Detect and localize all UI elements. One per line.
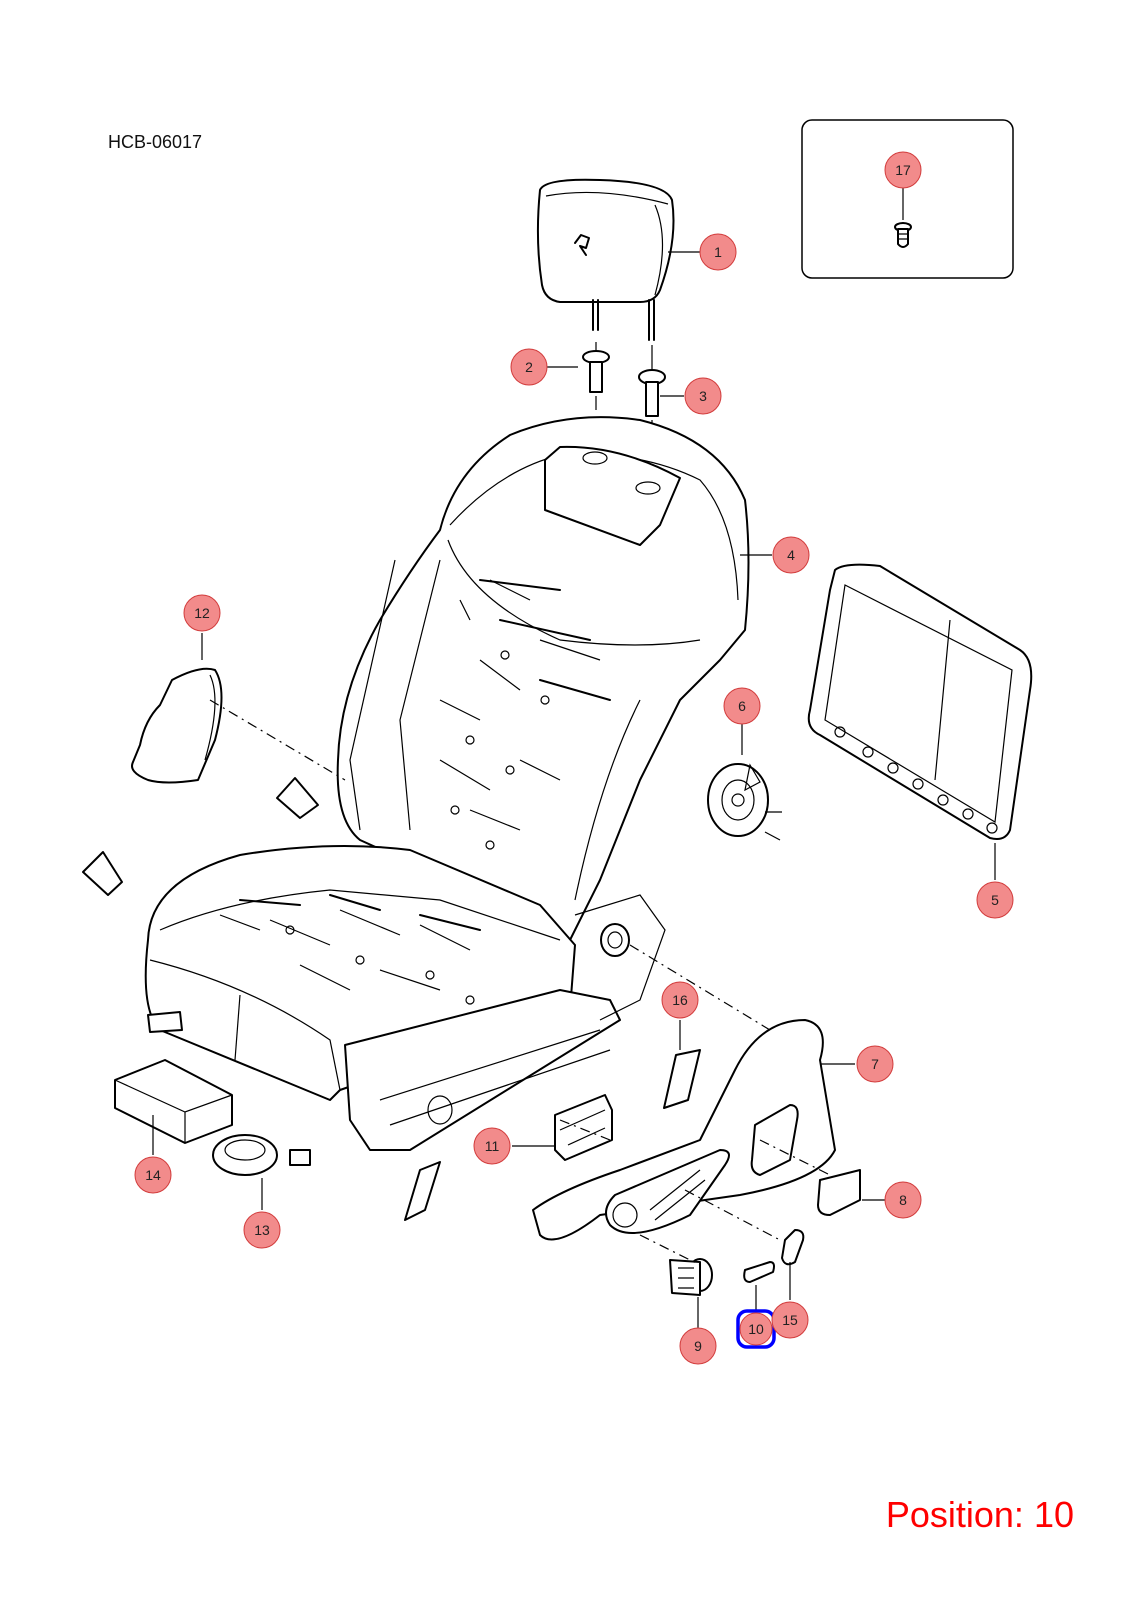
callout-number: 14 bbox=[145, 1167, 161, 1183]
callout-number: 16 bbox=[672, 992, 688, 1008]
callout-number: 9 bbox=[694, 1338, 702, 1354]
callout-number: 11 bbox=[485, 1138, 500, 1154]
callout-circle bbox=[684, 377, 722, 415]
callout-11[interactable]: 11 bbox=[473, 1127, 511, 1165]
callout-circle bbox=[884, 1181, 922, 1219]
shell-cover-drawing bbox=[131, 667, 223, 784]
callout-number: 8 bbox=[899, 1192, 907, 1208]
callout-4[interactable]: 4 bbox=[772, 536, 810, 574]
callout-circle bbox=[243, 1211, 281, 1249]
callout-number: 12 bbox=[194, 605, 210, 621]
callout-circle bbox=[856, 1045, 894, 1083]
callout-circle bbox=[510, 348, 548, 386]
seat-back-drawing bbox=[336, 416, 750, 941]
headrest-drawing bbox=[536, 178, 675, 341]
callout-circle bbox=[473, 1127, 511, 1165]
callout-circle bbox=[679, 1327, 717, 1365]
dash-leaders bbox=[209, 699, 831, 1266]
callout-circle bbox=[183, 594, 221, 632]
electronic-module-drawing bbox=[114, 1059, 233, 1144]
callout-17[interactable]: 17 bbox=[884, 151, 922, 189]
callout-leaders bbox=[152, 188, 996, 1328]
seat-base-drawing bbox=[147, 894, 666, 1151]
callout-number: 17 bbox=[895, 162, 911, 178]
back-panel-drawing bbox=[807, 563, 1033, 840]
callout-circle bbox=[699, 233, 737, 271]
callout-circle bbox=[661, 981, 699, 1019]
callout-8[interactable]: 8 bbox=[884, 1181, 922, 1219]
callout-16[interactable]: 16 bbox=[661, 981, 699, 1019]
bracket-lower bbox=[82, 851, 123, 896]
callout-number: 2 bbox=[525, 359, 533, 375]
trim-strip-drawing bbox=[663, 1049, 701, 1109]
position-label: Position: bbox=[885, 1494, 1024, 1535]
callout-6[interactable]: 6 bbox=[723, 687, 761, 725]
position-value: 10 bbox=[1033, 1494, 1074, 1535]
headrest-guides-drawing bbox=[582, 342, 666, 432]
bracket-upper bbox=[276, 777, 319, 819]
callout-1[interactable]: 1 bbox=[699, 233, 737, 271]
callout-circle bbox=[976, 881, 1014, 919]
callout-number: 6 bbox=[738, 698, 746, 714]
callout-14[interactable]: 14 bbox=[134, 1156, 172, 1194]
control-module-drawing bbox=[554, 1094, 613, 1161]
callout-2[interactable]: 2 bbox=[510, 348, 548, 386]
switch-knob-drawing bbox=[669, 1258, 713, 1296]
callout-circle bbox=[739, 1312, 773, 1346]
callout-5[interactable]: 5 bbox=[976, 881, 1014, 919]
callout-circle bbox=[771, 1301, 809, 1339]
callout-circle bbox=[884, 151, 922, 189]
callout-circle bbox=[723, 687, 761, 725]
cover-drawing bbox=[817, 1169, 861, 1216]
lumbar-pump-drawing bbox=[212, 1134, 311, 1176]
callout-circle bbox=[134, 1156, 172, 1194]
switch-cap-drawing bbox=[743, 1261, 775, 1283]
callout-number: 4 bbox=[787, 547, 795, 563]
callout-12[interactable]: 12 bbox=[183, 594, 221, 632]
callout-3[interactable]: 3 bbox=[684, 377, 722, 415]
callout-10[interactable]: 10 bbox=[736, 1309, 776, 1349]
callout-number: 10 bbox=[748, 1321, 764, 1337]
callout-number: 13 bbox=[254, 1222, 270, 1238]
callout-13[interactable]: 13 bbox=[243, 1211, 281, 1249]
side-trim-drawing bbox=[532, 1019, 836, 1241]
speaker-drawing bbox=[707, 763, 782, 841]
callout-15[interactable]: 15 bbox=[771, 1301, 809, 1339]
callout-7[interactable]: 7 bbox=[856, 1045, 894, 1083]
callout-circle bbox=[772, 536, 810, 574]
callout-number: 7 bbox=[871, 1056, 879, 1072]
position-readout: Position: 10 bbox=[886, 1494, 1074, 1536]
callout-number: 1 bbox=[714, 244, 722, 260]
callout-number: 5 bbox=[991, 892, 999, 908]
trim-cap-drawing bbox=[781, 1229, 805, 1266]
inset-box bbox=[801, 119, 1014, 279]
callout-9[interactable]: 9 bbox=[679, 1327, 717, 1365]
diagram-title: HCB-06017 bbox=[108, 132, 203, 152]
callout-number: 15 bbox=[782, 1312, 798, 1328]
part-17-clip-drawing bbox=[894, 222, 912, 248]
callout-number: 3 bbox=[699, 388, 707, 404]
trim-piece-lower bbox=[404, 1161, 441, 1221]
